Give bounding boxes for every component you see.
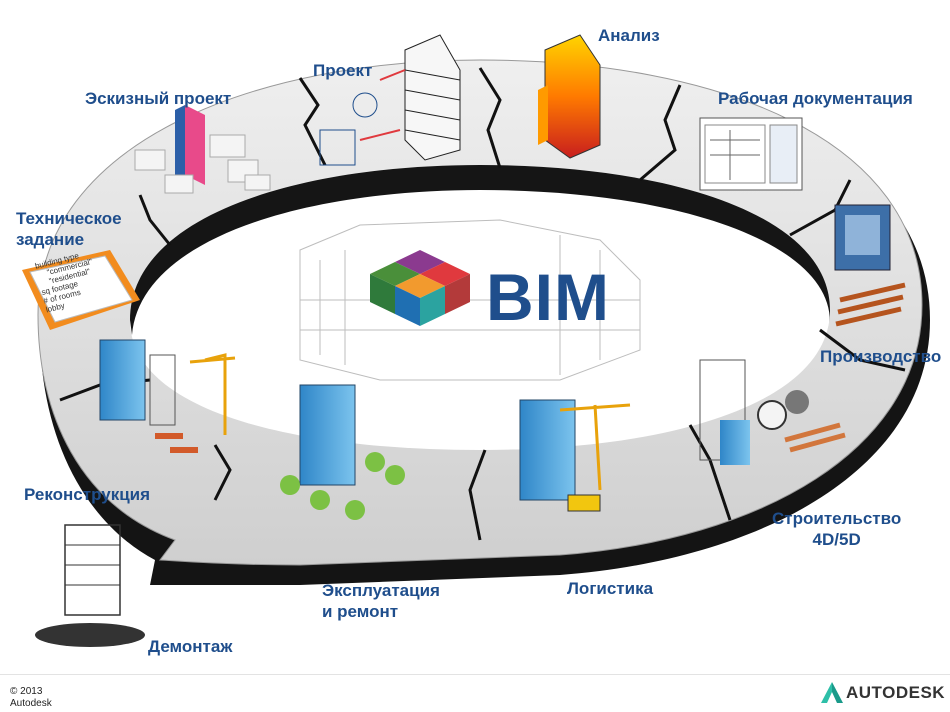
stage-label-stroit-line2: 4D/5D [812,530,861,549]
stage-label-stroit-line1: Строительство [772,509,902,528]
logistics-illustration [519,399,631,512]
stage-label-analiz: Анализ [598,26,660,45]
stage-label-proekt: Проект [313,61,373,80]
bim-cube-logo [370,250,470,326]
stage-label-ekspl-line2: и ремонт [322,602,399,621]
stage-label-tz-line2: задание [16,230,85,249]
drawing-sheet-illustration [699,117,803,191]
footer-divider [0,674,950,675]
stage-label-rekonstr: Реконструкция [24,485,151,504]
footer-copyright: © 2013 Autodesk [10,686,52,710]
tower-wireframe-illustration [319,34,461,166]
stage-label-proizvodstvo: Производство [820,347,942,366]
ring-inner-hole [130,165,830,450]
fabrication-illustration [834,204,906,327]
massing-model-illustration [134,105,271,194]
autodesk-brand: AUTODESK [846,683,946,702]
stage-label-rabochaya: Рабочая документация [718,89,913,108]
stage-label-logistika: Логистика [567,579,654,598]
operations-illustration [280,384,405,520]
construction-illustration [699,359,846,465]
stage-label-tz: Техническое задание [16,208,122,250]
stage-label-stroit: Строительство 4D/5D [772,508,901,550]
demolition-illustration [35,524,145,647]
stage-label-ekspl: Эксплуатация и ремонт [322,580,440,622]
bim-sketch-building [299,219,641,381]
copyright-company: Autodesk [10,698,52,709]
ring-inner-wall [130,165,830,335]
stage-label-demontazh: Демонтаж [148,637,233,656]
copyright-year: © 2013 [10,686,43,697]
stage-label-tz-line1: Техническое [16,209,122,228]
stage-label-ekspl-line1: Эксплуатация [322,581,440,600]
stage-label-eskiz: Эскизный проект [85,89,232,108]
renovation-illustration [99,339,236,453]
analysis-heatmap-illustration [538,34,601,159]
autodesk-logo-icon [821,682,843,703]
clipboard-illustration [22,250,140,330]
bim-logo-text: BIM [486,260,610,334]
